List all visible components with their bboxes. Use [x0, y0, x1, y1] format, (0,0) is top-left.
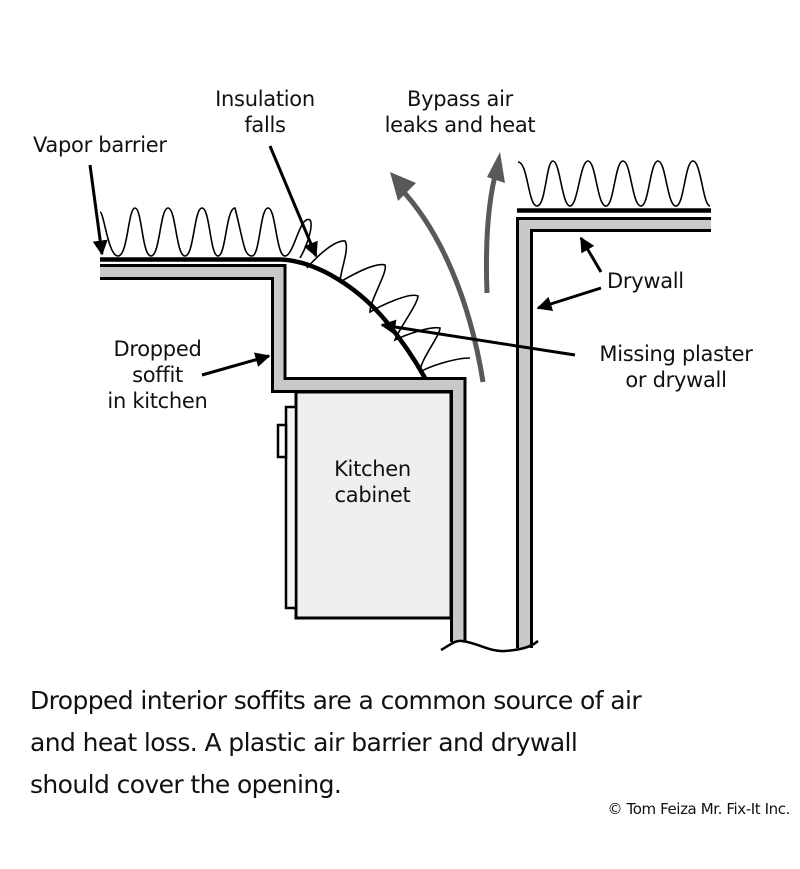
vapor-barrier-left	[100, 257, 427, 380]
bypass-airflow-arrow-left-head	[390, 172, 416, 201]
label-bypass: Bypass air leaks and heat	[365, 86, 555, 138]
label-soffit-line3: in kitchen	[107, 389, 208, 413]
drywall-callout-arrow-top	[579, 236, 603, 273]
caption-line-3: should cover the opening.	[30, 770, 342, 799]
label-cabinet-line2: cabinet	[334, 483, 411, 507]
label-kitchen-cabinet: Kitchen cabinet	[310, 456, 435, 508]
label-insulation-falls: Insulation falls	[200, 86, 330, 138]
label-bypass-line2: leaks and heat	[384, 113, 536, 137]
label-drywall: Drywall	[607, 268, 684, 294]
label-dropped-soffit: Dropped soffit in kitchen	[95, 336, 220, 414]
break-line	[440, 639, 539, 653]
soffit-drywall-outer-edge	[100, 264, 467, 642]
label-vapor-barrier-text: Vapor barrier	[33, 133, 167, 157]
kitchen-cabinet-body	[294, 390, 453, 620]
bypass-airflow-arrow-right-head	[487, 152, 505, 183]
label-drywall-text: Drywall	[607, 269, 684, 293]
label-missing-line2: or drywall	[625, 368, 727, 392]
soffit-callout-arrow	[201, 352, 271, 377]
cabinet-handle	[276, 423, 288, 459]
soffit-drywall	[100, 265, 465, 642]
left-insulation	[99, 207, 312, 259]
caption-line-2: and heat loss. A plastic air barrier and…	[30, 728, 578, 757]
label-missing-plaster: Missing plaster or drywall	[576, 341, 776, 393]
insulation-falls-callout-arrow	[268, 145, 318, 258]
wall-drywall-outer-edge	[516, 217, 711, 648]
caption-line-1: Dropped interior soffits are a common so…	[30, 686, 642, 715]
right-insulation	[517, 160, 711, 207]
label-insulation-line1: Insulation	[215, 87, 315, 111]
vapor-barrier-callout-arrow	[88, 164, 108, 256]
falling-insulation	[306, 240, 471, 374]
bypass-airflow-arrow-left	[398, 186, 486, 383]
missing-plaster-callout-arrow	[380, 319, 576, 357]
label-bypass-line1: Bypass air	[407, 87, 513, 111]
label-soffit-line2: soffit	[132, 363, 183, 387]
label-cabinet-line1: Kitchen	[334, 457, 411, 481]
label-vapor-barrier: Vapor barrier	[33, 132, 167, 158]
copyright-credit: © Tom Feiza Mr. Fix-It Inc.	[607, 800, 791, 818]
wall-drywall-inner-edge	[530, 229, 711, 648]
drywall-callout-arrow-wall	[536, 286, 602, 312]
label-soffit-line1: Dropped	[113, 337, 202, 361]
cabinet-door	[284, 405, 298, 610]
caption: Dropped interior soffits are a common so…	[30, 680, 790, 806]
label-missing-line1: Missing plaster	[599, 342, 753, 366]
label-insulation-line2: falls	[244, 113, 286, 137]
bypass-airflow-arrow-right	[483, 167, 500, 294]
